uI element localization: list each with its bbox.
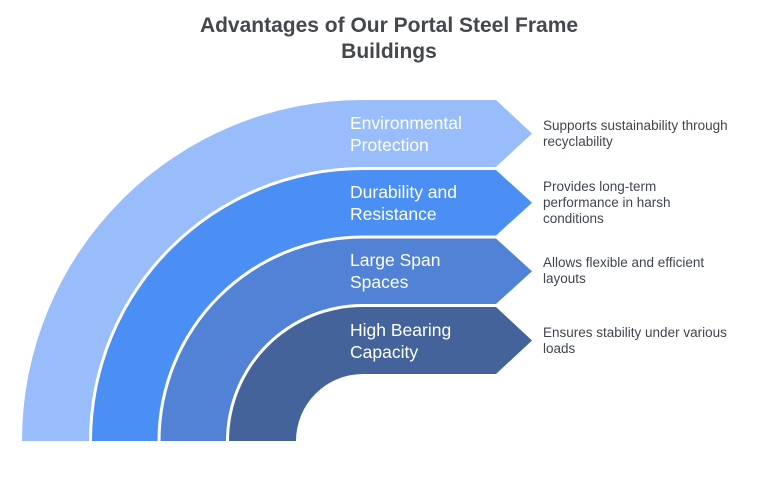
band-label-environmental-protection: Environmental Protection — [350, 112, 462, 155]
band-description-durability-and-resistance: Provides long-term performance in harsh … — [543, 178, 671, 226]
arc-band-large-span-spaces — [160, 238, 532, 441]
arc-band-environmental-protection — [22, 100, 532, 441]
arc-band-high-bearing-capacity — [229, 307, 532, 441]
page-title: Advantages of Our Portal Steel Frame Bui… — [199, 14, 579, 63]
band-label-large-span-spaces: Large Span Spaces — [350, 250, 441, 293]
arc-band-durability-and-resistance — [92, 170, 532, 441]
band-label-high-bearing-capacity: High Bearing Capacity — [350, 319, 452, 362]
band-description-large-span-spaces: Allows flexible and efficient layouts — [543, 255, 705, 287]
band-description-high-bearing-capacity: Ensures stability under various loads — [543, 324, 727, 356]
band-label-durability-and-resistance: Durability and Resistance — [350, 181, 457, 224]
band-description-environmental-protection: Supports sustainability through recyclab… — [543, 117, 728, 149]
